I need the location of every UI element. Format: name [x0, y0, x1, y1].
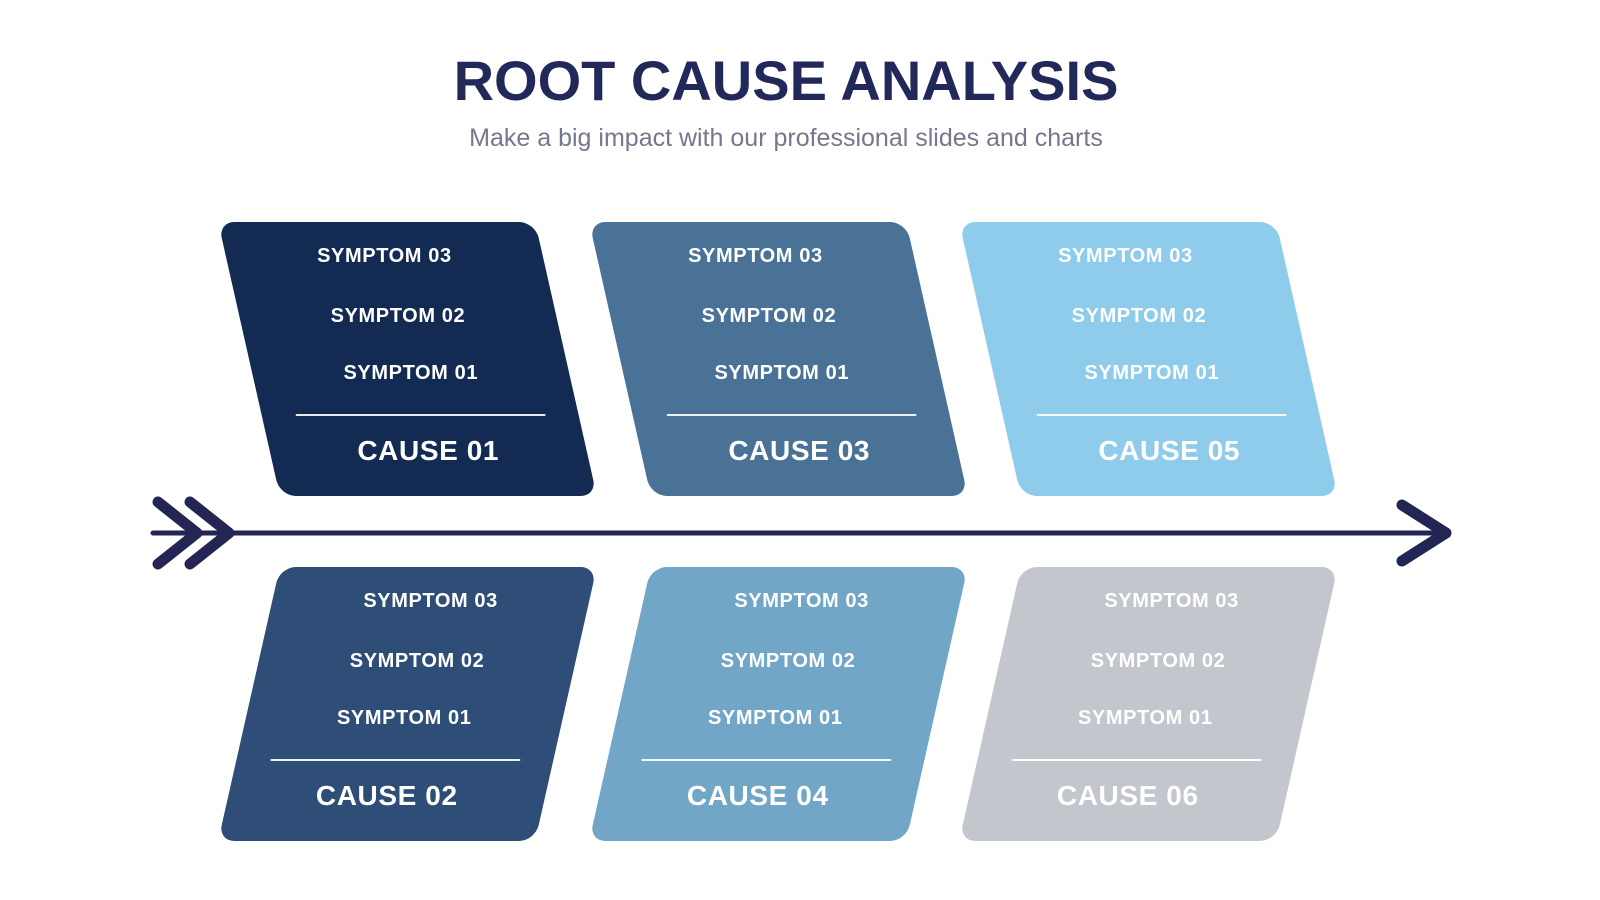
cause-label: CAUSE 02: [315, 780, 458, 811]
cause-label: CAUSE 05: [1098, 435, 1241, 466]
symptom-label: SYMPTOM 01: [714, 362, 850, 384]
card-divider: [977, 759, 1294, 761]
cause-card-05: SYMPTOM 03 SYMPTOM 02 SYMPTOM 01 CAUSE 0…: [959, 222, 1338, 496]
symptom-label: SYMPTOM 03: [688, 245, 823, 267]
cause-label: CAUSE 01: [357, 435, 500, 466]
page-title: ROOT CAUSE ANALYSIS: [453, 49, 1119, 112]
cause-card-04: SYMPTOM 03 SYMPTOM 02 SYMPTOM 01 CAUSE 0…: [589, 567, 968, 841]
cause-card-03: SYMPTOM 03 SYMPTOM 02 SYMPTOM 01 CAUSE 0…: [589, 222, 968, 496]
cause-label: CAUSE 03: [728, 435, 871, 466]
page-subtitle: Make a big impact with our professional …: [469, 124, 1103, 152]
arrow-double-chevron-icon: [152, 496, 203, 570]
symptom-label: SYMPTOM 01: [707, 707, 843, 729]
symptom-label: SYMPTOM 02: [701, 305, 837, 327]
cause-label: CAUSE 04: [686, 780, 829, 811]
symptom-label: SYMPTOM 03: [363, 590, 498, 612]
card-divider: [262, 414, 579, 416]
card-divider: [633, 414, 950, 416]
arrow-double-chevron-icon: [184, 496, 235, 570]
symptom-label: SYMPTOM 03: [1104, 590, 1239, 612]
card-divider: [236, 759, 553, 761]
cause-label: CAUSE 06: [1056, 780, 1199, 811]
cause-card-02: SYMPTOM 03 SYMPTOM 02 SYMPTOM 01 CAUSE 0…: [218, 567, 597, 841]
cause-card-01: SYMPTOM 03 SYMPTOM 02 SYMPTOM 01 CAUSE 0…: [218, 222, 597, 496]
symptom-label: SYMPTOM 03: [1058, 245, 1193, 267]
timeline-arrow: [150, 496, 1452, 570]
symptom-label: SYMPTOM 02: [1071, 305, 1207, 327]
symptom-label: SYMPTOM 02: [330, 305, 466, 327]
symptom-label: SYMPTOM 02: [349, 650, 485, 672]
symptom-label: SYMPTOM 03: [317, 245, 452, 267]
card-divider: [607, 759, 924, 761]
symptom-label: SYMPTOM 01: [343, 362, 479, 384]
symptom-label: SYMPTOM 02: [1090, 650, 1226, 672]
symptom-label: SYMPTOM 01: [336, 707, 472, 729]
arrow-head-icon: [1396, 499, 1452, 567]
symptom-label: SYMPTOM 03: [734, 590, 869, 612]
symptom-label: SYMPTOM 01: [1084, 362, 1220, 384]
symptom-label: SYMPTOM 01: [1077, 707, 1213, 729]
cause-card-06: SYMPTOM 03 SYMPTOM 02 SYMPTOM 01 CAUSE 0…: [959, 567, 1338, 841]
symptom-label: SYMPTOM 02: [720, 650, 856, 672]
card-divider: [1003, 414, 1320, 416]
